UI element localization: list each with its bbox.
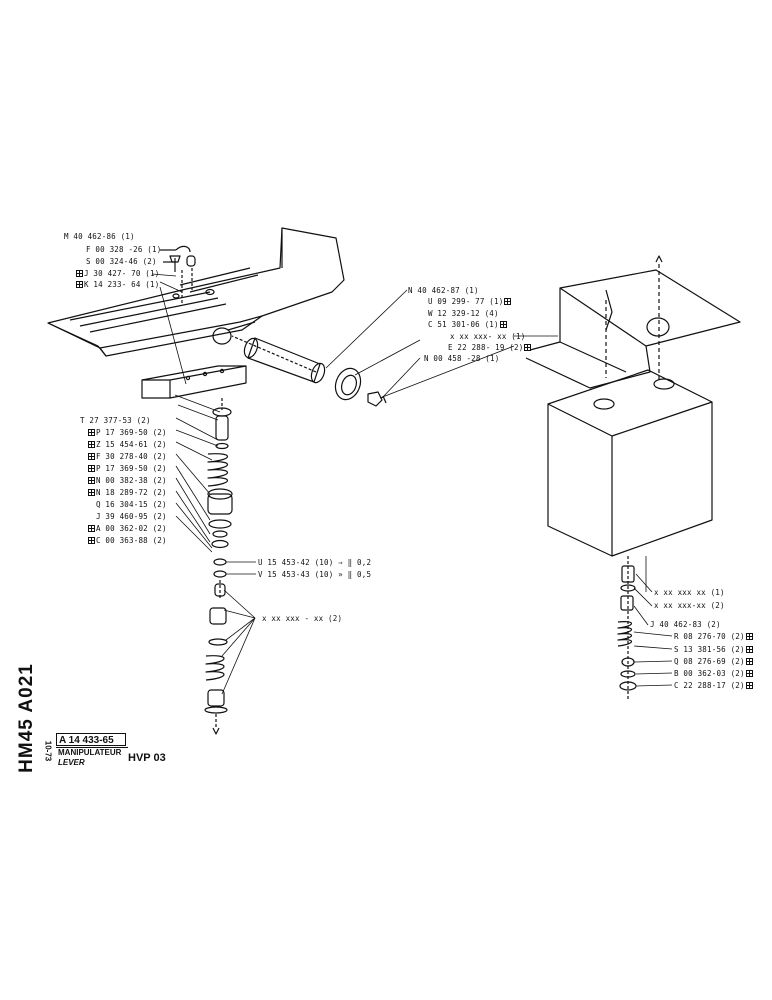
title-french: MANIPULATEUR: [58, 748, 122, 757]
right-valve-parts: [617, 556, 637, 700]
label-shaft-6: N 00 458 -28 (1): [424, 354, 500, 363]
variant-box-icon: [88, 441, 95, 448]
label-valve-6: B 00 362-03 (2): [674, 669, 753, 678]
variant-box-icon: [504, 298, 512, 305]
label-stack-1: P 17 369-50 (2): [88, 428, 167, 437]
label-stack-0: T 27 377-53 (2): [80, 416, 151, 425]
variant-box-icon: [76, 270, 83, 277]
valve-block: [547, 369, 713, 557]
label-shim-1: V 15 453-43 (10) » ‖ 0,5: [258, 570, 372, 579]
variant-box-icon: [499, 321, 507, 328]
reference-number: A 14 433-65: [56, 733, 126, 746]
label-stack-7: Q 16 304-15 (2): [96, 500, 167, 509]
valve-bracket: [525, 255, 741, 389]
label-shaft-0: N 40 462-87 (1): [408, 286, 479, 295]
leader-lines: [151, 273, 673, 695]
top-hardware: [160, 245, 196, 303]
label-valve-1: x xx xxx-xx (2): [654, 601, 725, 610]
label-valve-2: J 40 462-83 (2): [650, 620, 721, 629]
shim-note-0: 0,2: [357, 558, 372, 567]
variant-box-icon: [88, 465, 95, 472]
variant-box-icon: [745, 670, 753, 677]
label-stack-9: A 00 362-02 (2): [88, 524, 167, 533]
label-pedal-0: M 40 462-86 (1): [64, 232, 135, 241]
variant-box-icon: [88, 489, 95, 496]
left-spring-stack: [204, 398, 233, 735]
pedal-arm: [47, 227, 345, 357]
label-valve-7: C 22 288-17 (2): [674, 681, 753, 690]
label-shaft-4: x xx xxx- xx (1): [450, 332, 526, 341]
title-divider: [56, 747, 128, 748]
variant-box-icon: [88, 477, 95, 484]
title-english: LEVER: [58, 758, 85, 767]
shaft-assembly: [231, 335, 387, 407]
label-pedal-1: F 00 328 -26 (1): [86, 245, 162, 254]
variant-box-icon: [745, 658, 753, 665]
variant-box-icon: [524, 344, 532, 351]
label-stack-8: J 39 460-95 (2): [96, 512, 167, 521]
label-shaft-1: U 09 299- 77 (1): [428, 297, 512, 306]
label-shaft-2: W 12 329-12 (4): [428, 309, 499, 318]
label-valve-5: Q 08 276-69 (2): [674, 657, 753, 666]
label-stack-5: N 00 382-38 (2): [88, 476, 167, 485]
label-stack-4: P 17 369-50 (2): [88, 464, 167, 473]
shim-note-1: 0,5: [357, 570, 372, 579]
label-stack-3: F 30 278-40 (2): [88, 452, 167, 461]
variant-box-icon: [745, 633, 753, 640]
crossbar-block: [141, 365, 247, 399]
label-stack-10: C 00 363-88 (2): [88, 536, 167, 545]
label-stack-6: N 18 289-72 (2): [88, 488, 167, 497]
label-pedal-3: J 30 427- 70 (1): [76, 269, 159, 278]
label-pedal-2: S 00 324-46 (2): [86, 257, 157, 266]
variant-box-icon: [88, 429, 95, 436]
label-shim-2: x xx xxx - xx (2): [262, 614, 343, 623]
model-code: HVP 03: [128, 752, 166, 764]
label-pedal-4: K 14 233- 64 (1): [76, 280, 159, 289]
label-shaft-5: E 22 288- 19 (2): [448, 343, 532, 352]
variant-box-icon: [88, 453, 95, 460]
side-code: HM45 A021: [16, 663, 37, 773]
variant-box-icon: [88, 537, 95, 544]
label-valve-0: x xx xxx xx (1): [654, 588, 725, 597]
variant-box-icon: [76, 281, 83, 288]
label-valve-3: R 08 276-70 (2): [674, 632, 753, 641]
label-shim-0: U 15 453-42 (10) ⇒ ‖ 0,2: [258, 558, 372, 567]
variant-box-icon: [745, 646, 753, 653]
variant-box-icon: [88, 525, 95, 532]
date-code: 10-73: [43, 740, 53, 762]
label-shaft-3: C 51 301-06 (1): [428, 320, 507, 329]
label-stack-2: Z 15 454-61 (2): [88, 440, 167, 449]
variant-box-icon: [745, 682, 753, 689]
label-valve-4: S 13 381-56 (2): [674, 645, 753, 654]
